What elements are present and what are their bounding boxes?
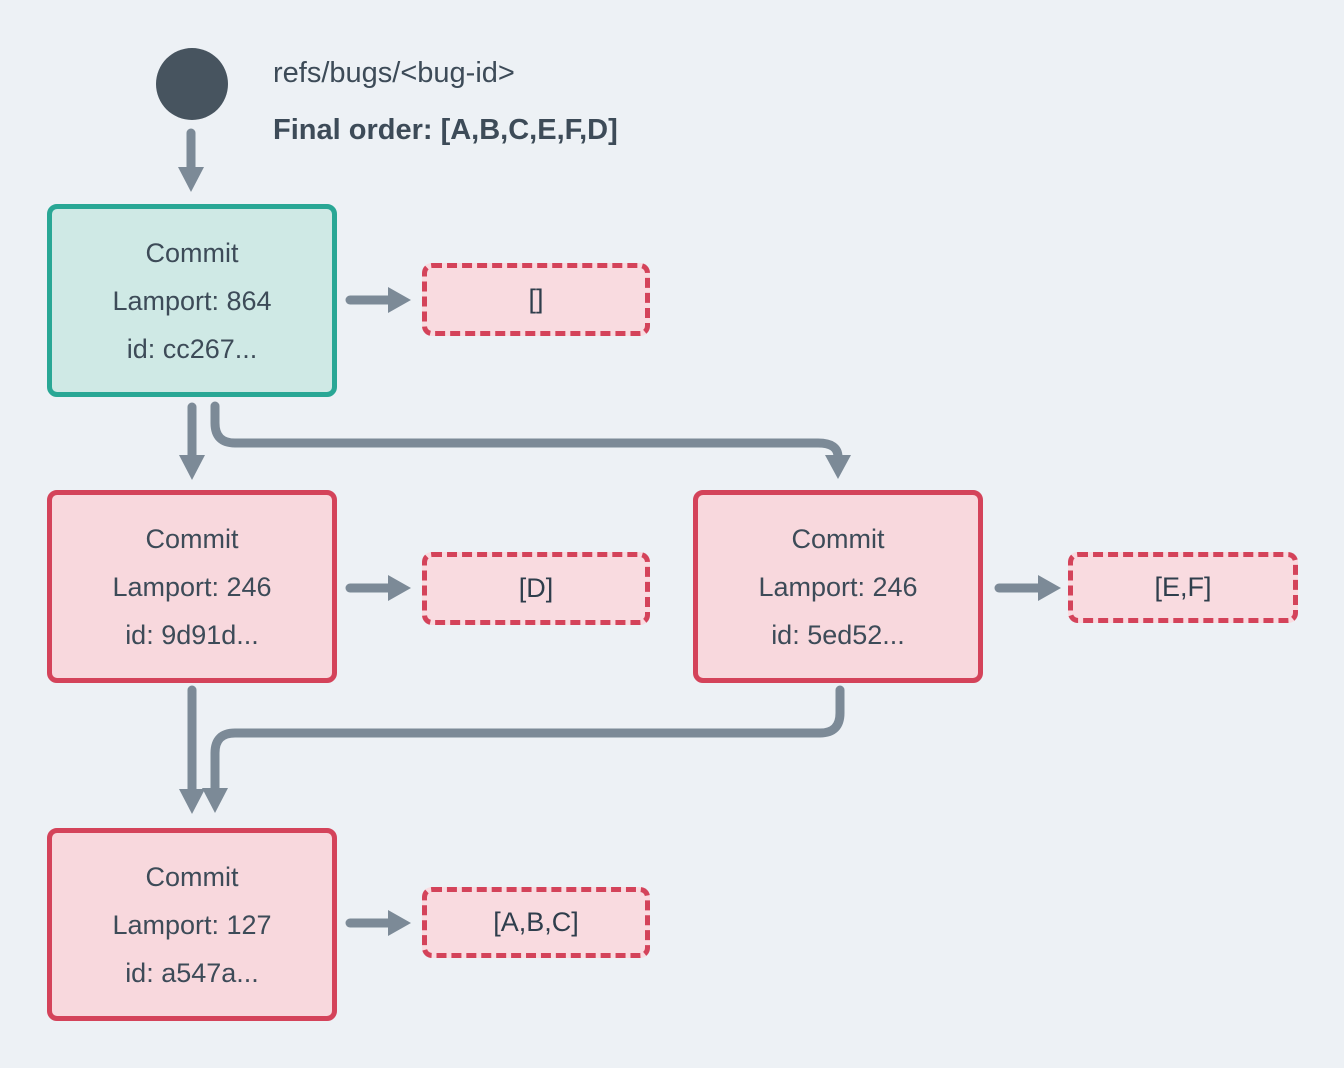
- commit-lamport: Lamport: 246: [758, 571, 918, 602]
- commit-lamport: Lamport: 246: [112, 571, 272, 602]
- ops-box-bottom: [A,B,C]: [422, 887, 650, 958]
- ops-list: [A,B,C]: [493, 907, 579, 937]
- arrowhead-left-to-bottom: [179, 789, 205, 814]
- final-order-label: Final order: [A,B,C,E,F,D]: [273, 114, 618, 146]
- ops-box-left: [D]: [422, 552, 650, 625]
- commit-id: id: 5ed52...: [771, 619, 905, 650]
- arrowhead-bottom-to-ops: [388, 910, 411, 936]
- commit-lamport: Lamport: 864: [112, 285, 272, 316]
- arrowhead-right-to-bottom: [202, 788, 228, 813]
- commit-id: id: 9d91d...: [125, 619, 259, 650]
- commit-node-bottom: Commit Lamport: 127 id: a547a...: [47, 828, 337, 1021]
- arrowhead-ref-to-root: [178, 167, 204, 192]
- arrowhead-root-to-ops: [388, 287, 411, 313]
- commit-lamport: Lamport: 127: [112, 909, 272, 940]
- arrowhead-root-to-right: [825, 455, 851, 479]
- arrow-root-to-right: [210, 401, 843, 462]
- arrow-right-to-bottom: [210, 685, 845, 794]
- arrowhead-left-to-ops: [388, 575, 411, 601]
- arrowhead-right-to-ops: [1038, 575, 1061, 601]
- ops-box-root: []: [422, 263, 650, 336]
- branch-ref-dot: [156, 48, 228, 120]
- commit-title: Commit: [145, 861, 239, 892]
- ops-list: [E,F]: [1154, 572, 1212, 602]
- commit-id: id: cc267...: [126, 333, 258, 364]
- arrowhead-root-to-left: [179, 455, 205, 480]
- commit-node-left: Commit Lamport: 246 id: 9d91d...: [47, 490, 337, 683]
- commit-title: Commit: [791, 523, 885, 554]
- branch-ref-label: refs/bugs/<bug-id>: [273, 57, 515, 89]
- commit-id: id: a547a...: [125, 957, 259, 988]
- ops-list: []: [528, 284, 544, 314]
- commit-title: Commit: [145, 237, 239, 268]
- ops-list: [D]: [518, 573, 554, 603]
- commit-node-right: Commit Lamport: 246 id: 5ed52...: [693, 490, 983, 683]
- commit-title: Commit: [145, 523, 239, 554]
- commit-node-root: Commit Lamport: 864 id: cc267...: [47, 204, 337, 397]
- ops-box-right: [E,F]: [1068, 552, 1298, 623]
